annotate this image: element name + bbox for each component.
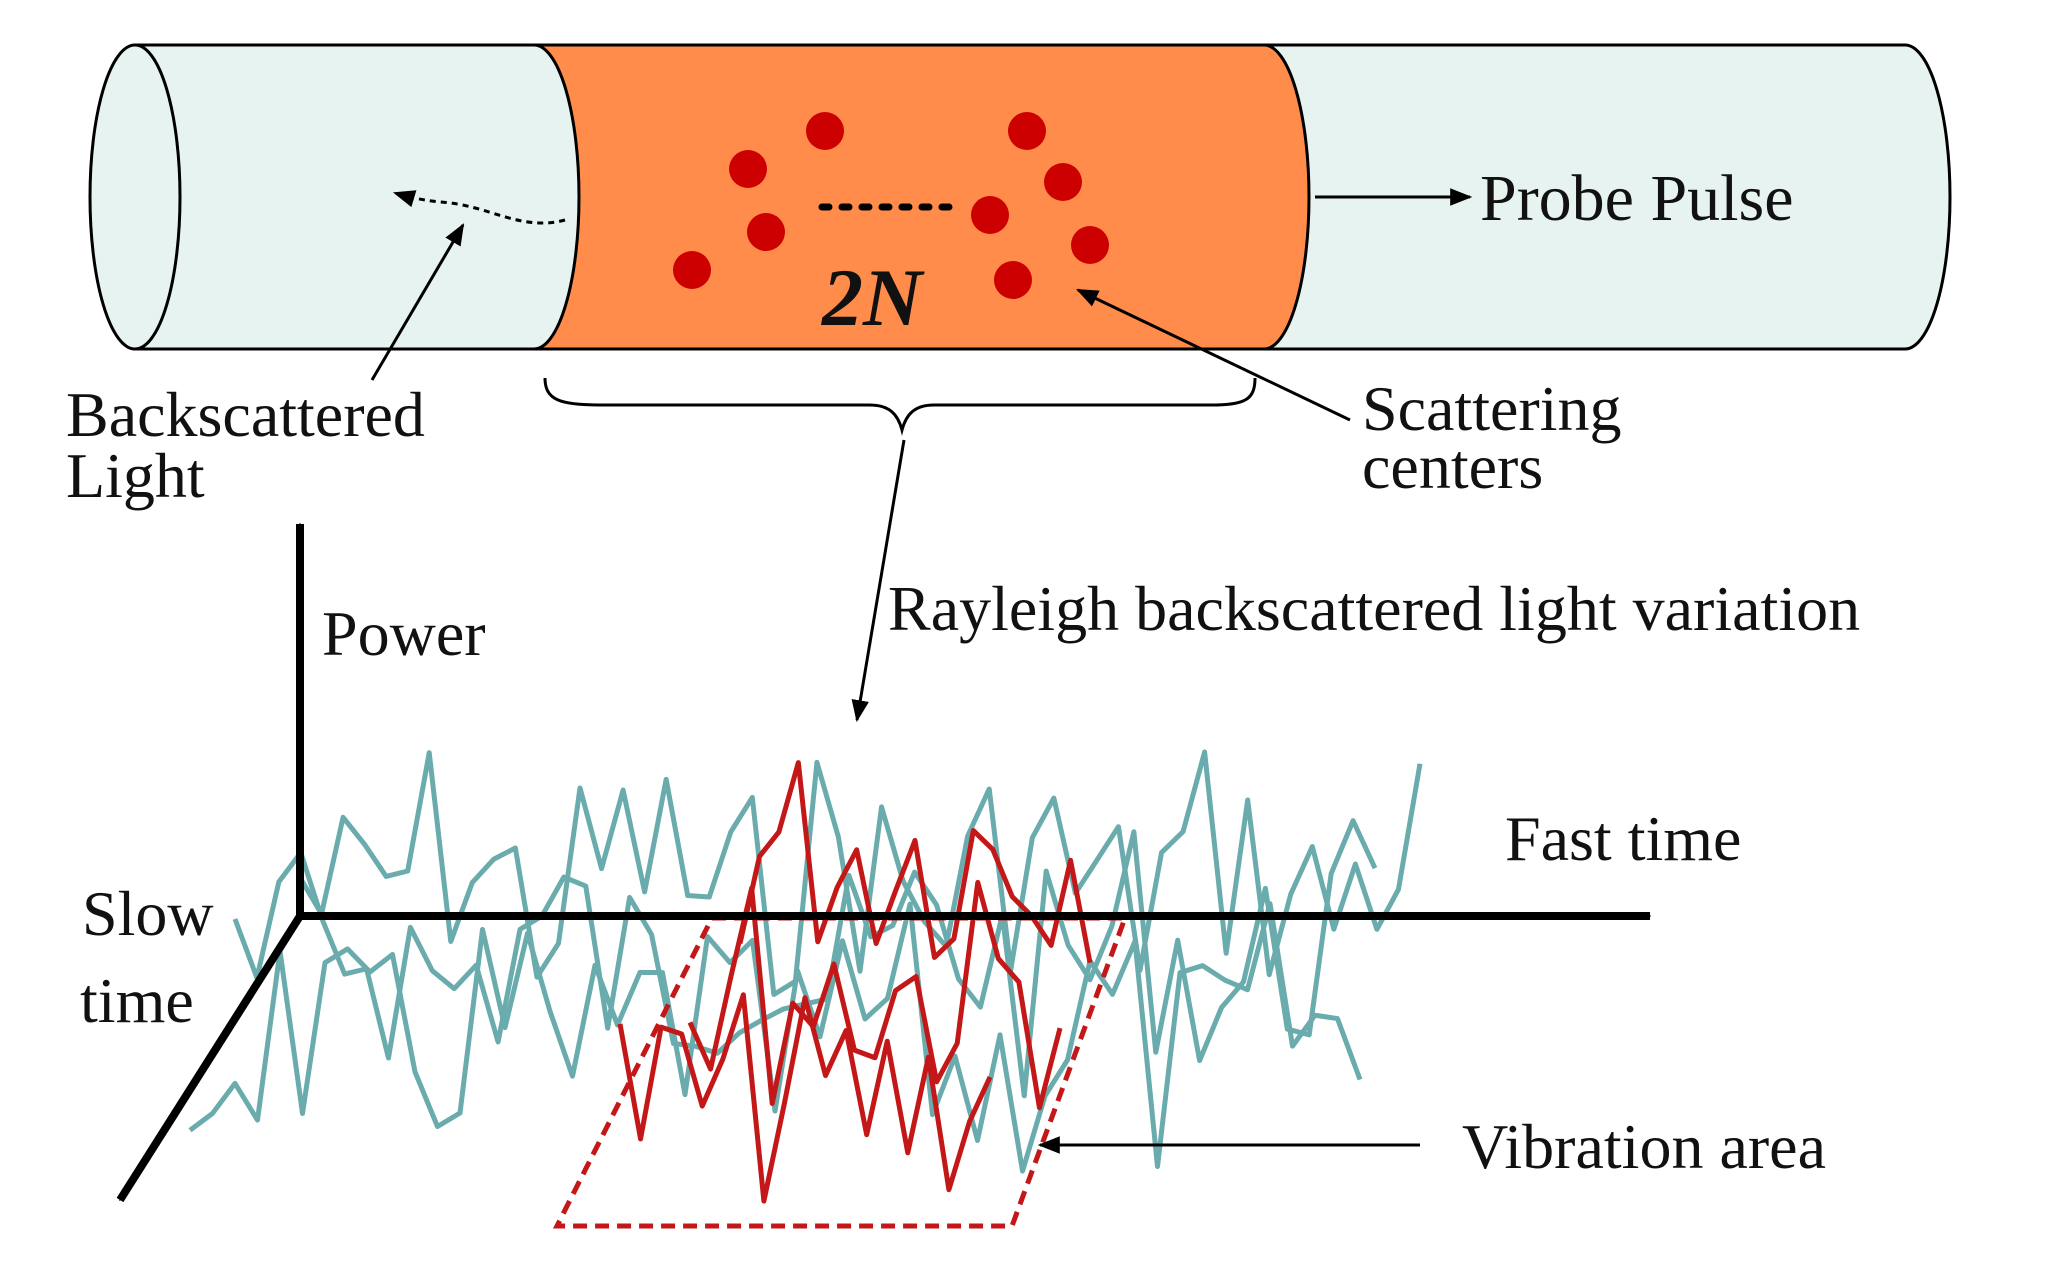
rayleigh-arrow <box>851 439 906 723</box>
backscatter-dashed-arrow <box>392 190 566 225</box>
slow-time-axis-label: Slow <box>82 878 214 949</box>
vibration-area-label: Vibration area <box>1462 1111 1826 1182</box>
vibration-trace <box>687 879 1063 1111</box>
waveform-traces <box>188 749 1423 1204</box>
normal-trace <box>188 901 1363 1174</box>
segment-count-label: 2N <box>821 252 925 343</box>
scatter-dot <box>1071 226 1109 264</box>
scatter-dot <box>806 112 844 150</box>
normal-trace <box>297 749 1423 997</box>
axes <box>116 522 1652 1203</box>
scatter-dot <box>1044 163 1082 201</box>
fiber-left-end <box>88 43 182 351</box>
scatter-dot <box>747 213 785 251</box>
probe-pulse-segment <box>533 43 1311 351</box>
pulse-width-brace <box>543 377 1257 436</box>
fast-time-axis-label: Fast time <box>1505 803 1741 874</box>
scatter-dot <box>971 196 1009 234</box>
backscattered-light-label: Backscattered <box>66 379 425 450</box>
scatter-dot <box>1008 112 1046 150</box>
probe-pulse-label: Probe Pulse <box>1480 162 1794 235</box>
backscattered-light-label-2: Light <box>66 440 205 511</box>
backscatter-pointer-arrow <box>370 223 465 381</box>
vibration-trace <box>617 992 993 1204</box>
scatter-dot <box>729 150 767 188</box>
scatter-dot <box>994 261 1032 299</box>
slow-time-axis <box>116 913 304 1203</box>
scattering-centers-arrow <box>1076 288 1351 422</box>
rayleigh-variation-label: Rayleigh backscattered light variation <box>888 573 1860 644</box>
vibration-area-region <box>552 915 1129 1229</box>
scattering-centers-label: Scattering <box>1362 373 1621 444</box>
scatter-dot <box>673 251 711 289</box>
slow-time-axis-label-2: time <box>80 965 194 1036</box>
scattering-centers-label-2: centers <box>1362 431 1543 502</box>
power-axis-label: Power <box>322 598 486 669</box>
scattering-center-dots <box>673 112 1109 299</box>
optical-fiber <box>88 43 1952 351</box>
